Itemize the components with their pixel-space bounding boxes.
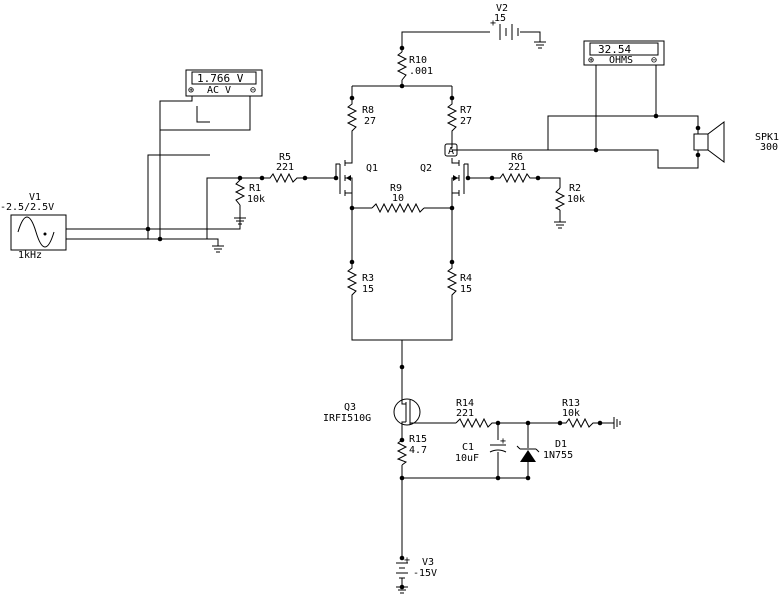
- v3-plus-sign: +: [404, 555, 410, 566]
- v3-battery[interactable]: + V3 -15V: [396, 555, 437, 587]
- r9-value: 10: [392, 193, 404, 204]
- resistor-r2[interactable]: R2 10k: [554, 183, 585, 211]
- ground-icon: [212, 245, 224, 253]
- r2-name: R2: [569, 183, 581, 194]
- q2-name: Q2: [420, 163, 432, 174]
- r2-value: 10k: [567, 194, 585, 205]
- q1-name: Q1: [366, 163, 378, 174]
- r15-name: R15: [409, 434, 427, 445]
- capacitor-c1[interactable]: + C1 10uF: [455, 436, 507, 464]
- resistor-r3[interactable]: R3 15: [346, 262, 374, 302]
- resistor-r14[interactable]: R14 221: [455, 398, 498, 429]
- ground-icon: [613, 417, 621, 429]
- r10-value: .001: [409, 66, 433, 77]
- r1-value: 10k: [247, 194, 265, 205]
- r13-name: R13: [562, 398, 580, 409]
- r7-name: R7: [460, 105, 472, 116]
- r4-value: 15: [460, 284, 472, 295]
- c1-plus-sign: +: [500, 436, 506, 447]
- mosfet-q1[interactable]: Q1: [335, 158, 378, 200]
- resistor-r6[interactable]: R6 221: [492, 152, 538, 184]
- zener-diode-d1[interactable]: D1 1N755: [516, 439, 573, 462]
- r14-name: R14: [456, 398, 474, 409]
- probe-label: A: [448, 146, 454, 157]
- v3-name: V3: [422, 557, 434, 568]
- resistor-r5[interactable]: R5 221: [262, 152, 305, 184]
- wires: [66, 31, 699, 558]
- r5-name: R5: [279, 152, 291, 163]
- d1-value: 1N755: [543, 450, 573, 461]
- resistor-r15[interactable]: R15 4.7: [396, 434, 427, 466]
- ground-icon: [554, 221, 566, 229]
- probe-a[interactable]: A: [444, 143, 458, 157]
- ohmmeter-reading: 32.54: [598, 43, 631, 56]
- resistor-r10[interactable]: R10 .001: [396, 51, 433, 81]
- r8-value: 27: [364, 116, 376, 127]
- ohmmeter-minus-terminal: ⊖: [651, 55, 657, 66]
- q3-value: IRFI510G: [323, 413, 371, 424]
- spk1-value: 300: [760, 142, 778, 153]
- voltmeter-plus-terminal: ⊕: [188, 85, 194, 96]
- v1-ac-source[interactable]: V1 -2.5/2.5V 1kHz: [0, 192, 67, 261]
- r5-value: 221: [276, 162, 294, 173]
- ground-symbols: [212, 41, 621, 594]
- speaker-icon: [693, 133, 709, 151]
- spk1-name: SPK1: [755, 132, 779, 143]
- r6-value: 221: [508, 162, 526, 173]
- ground-icon: [534, 41, 546, 49]
- r9-name: R9: [390, 183, 402, 194]
- r4-name: R4: [460, 273, 472, 284]
- r3-name: R3: [362, 273, 374, 284]
- junctions: [145, 45, 701, 590]
- v2-plus-sign: +: [490, 18, 496, 29]
- voltmeter-mode: AC V: [207, 85, 231, 96]
- r3-value: 15: [362, 284, 374, 295]
- v2-name: V2: [496, 3, 508, 14]
- v2-battery[interactable]: + V2 15: [490, 3, 519, 40]
- r1-name: R1: [249, 183, 261, 194]
- r8-name: R8: [362, 105, 374, 116]
- d1-name: D1: [555, 439, 567, 450]
- r10-name: R10: [409, 55, 427, 66]
- v2-value: 15: [494, 13, 506, 24]
- c1-name: C1: [462, 442, 474, 453]
- r15-value: 4.7: [409, 445, 427, 456]
- ground-icon: [234, 217, 246, 225]
- r6-name: R6: [511, 152, 523, 163]
- resistor-r9[interactable]: R9 10: [371, 183, 425, 214]
- r14-value: 221: [456, 408, 474, 419]
- ohmmeter-plus-terminal: ⊕: [588, 55, 594, 66]
- q3-name: Q3: [344, 402, 356, 413]
- ohmmeter[interactable]: 32.54 ⊕ OHMS ⊖: [583, 40, 665, 66]
- c1-value: 10uF: [455, 453, 479, 464]
- mosfet-q3[interactable]: Q3 IRFI510G: [323, 395, 421, 430]
- v3-value: -15V: [413, 568, 437, 579]
- v1-name: V1: [29, 192, 41, 203]
- v1-value: -2.5/2.5V: [0, 202, 54, 213]
- mosfet-q2[interactable]: Q2: [420, 158, 469, 200]
- resistor-r8[interactable]: R8 27: [346, 98, 376, 138]
- resistor-r4[interactable]: R4 15: [446, 262, 472, 302]
- resistor-r1[interactable]: R1 10k: [234, 179, 265, 206]
- v1-frequency: 1kHz: [18, 250, 42, 261]
- voltmeter-minus-terminal: ⊖: [250, 85, 256, 96]
- sine-wave-icon: [17, 216, 55, 248]
- voltmeter[interactable]: 1.766 V ⊕ AC V ⊖: [185, 69, 263, 97]
- voltmeter-reading: 1.766 V: [197, 72, 244, 85]
- resistor-r13[interactable]: R13 10k: [560, 398, 600, 429]
- ohmmeter-mode: OHMS: [609, 55, 633, 66]
- speaker-spk1[interactable]: SPK1 300: [693, 121, 779, 163]
- r13-value: 10k: [562, 408, 580, 419]
- r7-value: 27: [460, 116, 472, 127]
- resistor-r7[interactable]: R7 27: [446, 98, 472, 138]
